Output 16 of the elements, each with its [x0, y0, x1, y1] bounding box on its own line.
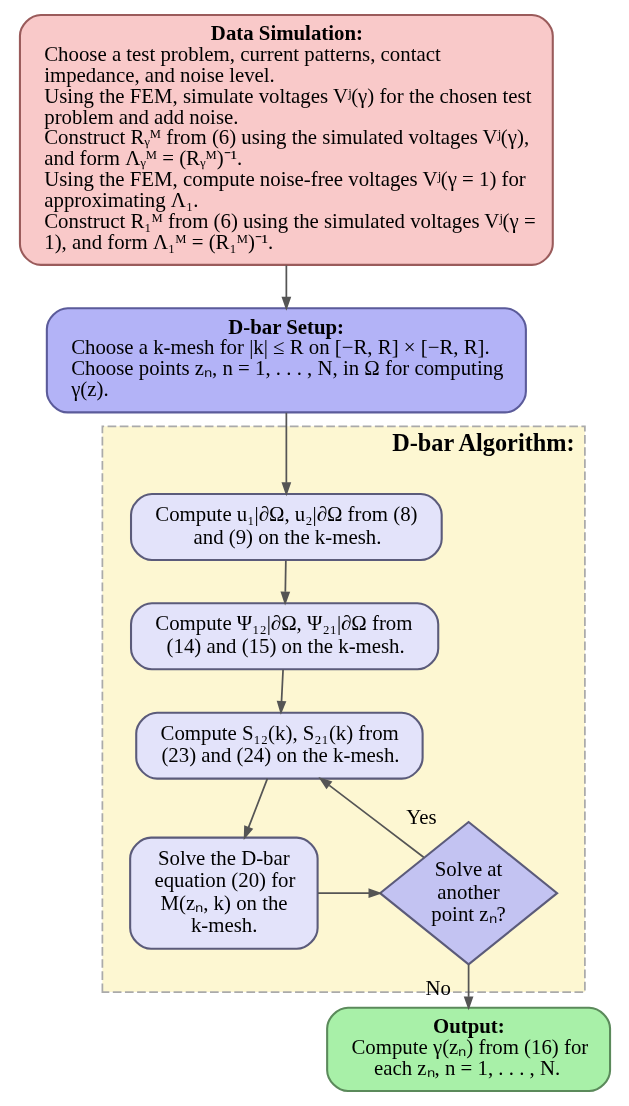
- arrow: [317, 777, 425, 859]
- node-box: Data Simulation: Choose a test problem, current patterns, contact impedance, and noise level. Using the FEM, simulate voltages Vʲ(γ) for the chosen test problem and add noise. Construct Rᵧᴹ from (6) using the simulated voltages Vʲ(γ), and form Λᵧᴹ = (Rᵧᴹ)⁻¹. Using the FEM, compute noise-free voltages Vʲ(γ = 1) for approximating Λ₁. Construct R₁ᴹ from (6) using the simulated voltages Vʲ(γ = 1), and form Λ₁ᴹ = (R₁ᴹ)⁻¹.: [18, 13, 554, 266]
- node-box: Compute S₁₂(k), S₂₁(k) from (23) and (24) on the k-mesh.: [134, 711, 424, 780]
- arrow: [279, 559, 290, 606]
- arrow: [316, 888, 382, 899]
- arrow: [463, 963, 473, 1011]
- arrow: [243, 777, 268, 841]
- node-box: Solve the D-bar equation (20) for M(zₙ, k) on the k-mesh.: [128, 836, 319, 950]
- arrow: [276, 668, 286, 715]
- arrow: [281, 264, 291, 311]
- node-box: Compute u₁|∂Ω, u₂|∂Ω from (8) and (9) on the k-mesh.: [129, 492, 443, 561]
- node-box: Output: Compute γ(zₙ) from (16) for each zₙ, n = 1, . . . , N.: [325, 1006, 611, 1093]
- edge-label: No: [424, 975, 451, 1000]
- node-box: D-bar Setup: Choose a k-mesh for |k| ≤ R on [−R, R] × [−R, R]. Choose points zₙ, n = 1, . . . , N, in Ω for computing γ(z).: [45, 307, 527, 414]
- node-box: Compute Ψ₁₂|∂Ω, Ψ₂₁|∂Ω from (14) and (15) on the k-mesh.: [129, 602, 439, 671]
- arrow: [281, 411, 291, 497]
